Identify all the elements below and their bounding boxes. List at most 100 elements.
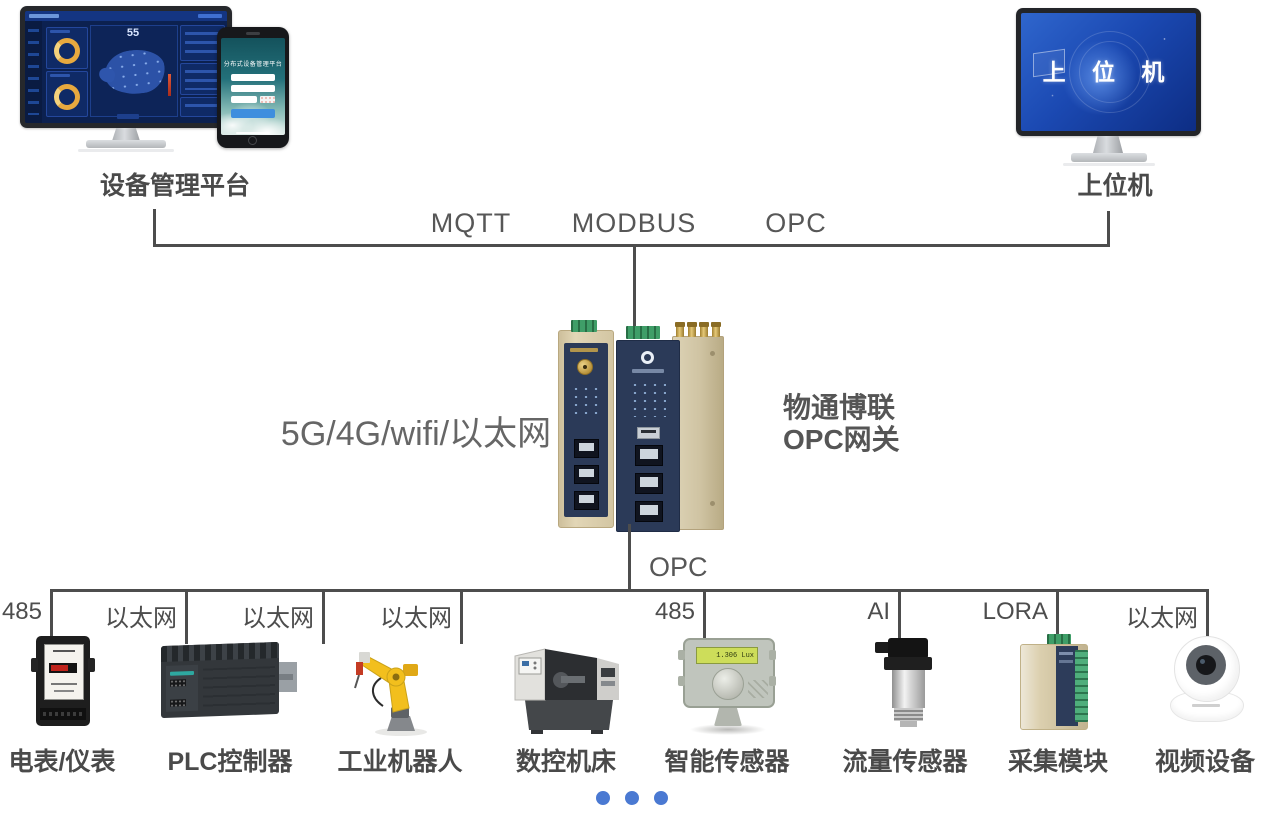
mobile-app-phone: 分布式设备管理平台 [217,27,289,148]
module-top-terminal [1047,634,1071,645]
username-field[interactable] [231,74,275,81]
gateway-name-line2: OPC网关 [783,424,900,455]
stats-panel-1 [180,25,225,61]
device-drop-line [50,589,53,644]
gateway-uplink-line [633,247,636,327]
device-cnc-machine: 数控机床 [491,632,641,776]
platform-label: 设备管理平台 [99,172,251,200]
gauge-donut [54,38,80,64]
login-title: 分布式设备管理平台 [223,62,283,68]
device-name: 采集模块 [1007,748,1108,776]
device-drop-line [1056,589,1059,644]
ethernet-port [574,465,599,484]
cable-gland [875,642,890,653]
plc-power-module [166,664,198,712]
monitor-stand-neck [1093,136,1123,153]
sma-antenna-connector [687,322,697,337]
sensor-vent-lines [748,680,768,698]
device-plc: PLC控制器 [155,632,305,776]
cnc-illustration [491,632,641,740]
monitor-stand-base [1071,153,1147,162]
device-name: 智能传感器 [664,748,790,776]
device-drop-line [898,589,901,644]
sensor-mount-tab [769,650,776,660]
stat-rows-skeleton [185,70,220,90]
sma-antenna-connector [699,322,709,337]
camera-lens [1196,655,1216,675]
usb-port [637,427,660,439]
monitor-shadow [78,149,174,152]
password-field[interactable] [231,85,275,92]
device-name: 工业机器人 [337,748,463,776]
monitor-shadow [1063,163,1155,166]
transmitter-head [888,638,928,659]
plc-brand-mark [170,670,194,676]
globe-ring [1069,31,1151,113]
legend-gauge [168,74,171,96]
panel-title-skeleton [50,30,70,33]
antenna-connector [577,359,593,375]
device-name: 视频设备 [1154,748,1255,776]
stat-rows-skeleton [185,104,220,112]
dashboard-screen: 55 [25,11,227,123]
device-name: 数控机床 [515,748,616,776]
connector-host-drop [1107,211,1110,247]
meter-terminal-strip [40,708,86,720]
carousel-dot-1[interactable] [596,791,610,805]
power-terminal-green [571,320,597,332]
dashboard-user-chip [198,14,222,18]
carousel-dot-3[interactable] [654,791,668,805]
sensor-mount-tab [678,650,685,660]
globe-ring [1079,41,1141,103]
china-map-panel [90,25,178,117]
dashboard-sidebar [25,21,42,123]
monitor-stand-base [86,140,166,148]
host-screen: 上 位 机 [1021,13,1196,131]
login-button[interactable] [231,109,275,118]
module-panel [1056,646,1078,726]
flow-sensor-illustration [830,632,980,740]
protocol-modbus: MODBUS [571,208,697,238]
steel-body [892,670,925,708]
sensor-lcd: 1.306 Lux [696,647,758,664]
gateway-brand-mark [570,348,598,352]
plc-slots [203,666,275,709]
device-collection-module: 采集模块 [983,632,1133,776]
plc-body [161,641,279,719]
dashboard-bottom-tab [117,114,139,119]
carousel-dot-2[interactable] [625,791,639,805]
top-bus-line [153,244,1110,247]
meter-register-display [49,663,77,673]
gateway-front-panel [564,343,608,517]
plc-connector [170,699,186,707]
device-drop-line [703,589,706,644]
sma-antenna-connector [711,322,721,337]
device-drop-line [460,589,463,644]
power-terminal-green [626,326,660,339]
connector-platform-drop [153,209,156,247]
gauge-panel-1 [46,27,88,69]
management-platform-monitor: 55 [20,6,232,128]
collection-module-illustration [983,632,1133,740]
branch-protocol-eth: 以太网 [380,605,452,632]
sma-antenna-connector [675,322,685,337]
panel-title-skeleton [50,74,70,77]
device-industrial-robot: 工业机器人 [325,632,475,776]
meter-seal [88,658,95,672]
captcha-field[interactable] [231,96,257,103]
device-drop-line [185,589,188,644]
protocol-opc-down: OPC [649,552,708,582]
gateway-name-line1: 物通博联 [783,392,896,423]
dashboard-topbar [25,11,227,21]
branch-protocol-eth: 以太网 [1126,605,1198,632]
protocol-opc-top: OPC [765,208,827,238]
device-drop-line [1206,589,1209,644]
branch-protocol-ai: AI [867,598,890,625]
ethernet-port [635,445,663,466]
ethernet-port [574,491,599,510]
gateway-unit-left [558,320,614,528]
branch-protocol-eth: 以太网 [242,605,314,632]
module-io-terminals [1075,650,1088,722]
host-screen-title: 上 位 机 [1042,59,1175,85]
